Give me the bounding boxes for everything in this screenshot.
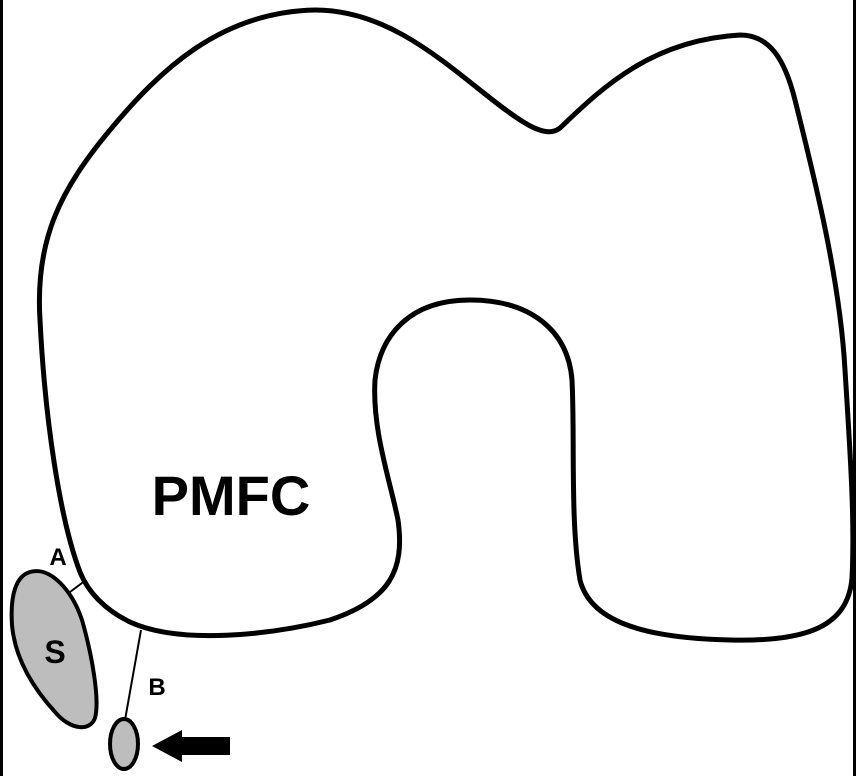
small-oval-structure — [110, 719, 138, 769]
label-a: A — [49, 544, 66, 571]
label-b: B — [148, 674, 165, 701]
label-pmfc: PMFC — [152, 464, 311, 527]
label-s: S — [44, 634, 65, 670]
